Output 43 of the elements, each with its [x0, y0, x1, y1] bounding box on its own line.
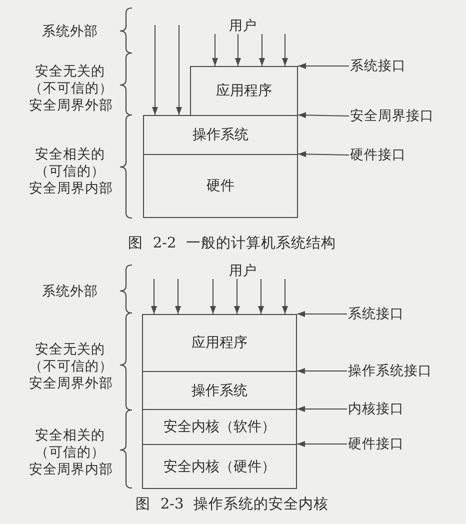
- arrow: [298, 112, 350, 118]
- arrow: [296, 441, 348, 447]
- layer-box: 硬件: [143, 154, 298, 218]
- layer-box: 应用程序: [190, 66, 298, 116]
- arrow: [175, 278, 181, 314]
- arrow: [210, 278, 216, 314]
- arrow: [212, 34, 218, 66]
- arrow: [234, 278, 240, 314]
- interface-label: 操作系统接口: [348, 363, 432, 379]
- arrow: [296, 368, 348, 374]
- arrow: [282, 278, 288, 314]
- interface-label: 内核接口: [348, 401, 404, 417]
- user-label: 用户: [229, 264, 257, 279]
- arrow: [258, 278, 264, 314]
- interface-label: 硬件接口: [350, 147, 406, 163]
- layer-box: 安全内核（软件）: [142, 409, 297, 445]
- arrow: [298, 151, 350, 158]
- region-label: 系统外部: [42, 284, 98, 300]
- arrow: [296, 406, 348, 412]
- arrow: [296, 311, 348, 317]
- interface-label: 系统接口: [348, 306, 404, 322]
- arrow: [282, 34, 288, 66]
- interface-label: 系统接口: [350, 58, 406, 74]
- layer-box: 操作系统: [143, 115, 298, 155]
- region-label: 安全相关的（可信的）安全周界内部: [29, 146, 111, 198]
- layer-box: 安全内核（硬件）: [142, 444, 297, 489]
- region-label: 安全无关的（不可信的）安全周界外部: [29, 342, 111, 392]
- arrow: [152, 24, 158, 116]
- layer-box: 应用程序: [142, 314, 297, 372]
- interface-label: 安全周界接口: [350, 108, 434, 124]
- arrow: [259, 34, 265, 66]
- figure-caption: 图 2-3 操作系统的安全内核: [136, 496, 328, 514]
- figure-caption: 图 2-2 一般的计算机系统结构: [128, 236, 336, 252]
- region-label: 安全相关的（可信的）安全周界内部: [29, 428, 111, 478]
- region-label: 安全无关的（不可信的）安全周界外部: [29, 64, 111, 114]
- layer-box: 操作系统: [142, 371, 297, 410]
- arrow: [298, 63, 350, 69]
- arrow: [235, 34, 241, 66]
- user-label: 用户: [229, 19, 257, 34]
- interface-label: 硬件接口: [348, 436, 404, 452]
- region-label: 系统外部: [42, 24, 98, 40]
- arrow: [176, 24, 182, 116]
- arrow: [151, 278, 157, 314]
